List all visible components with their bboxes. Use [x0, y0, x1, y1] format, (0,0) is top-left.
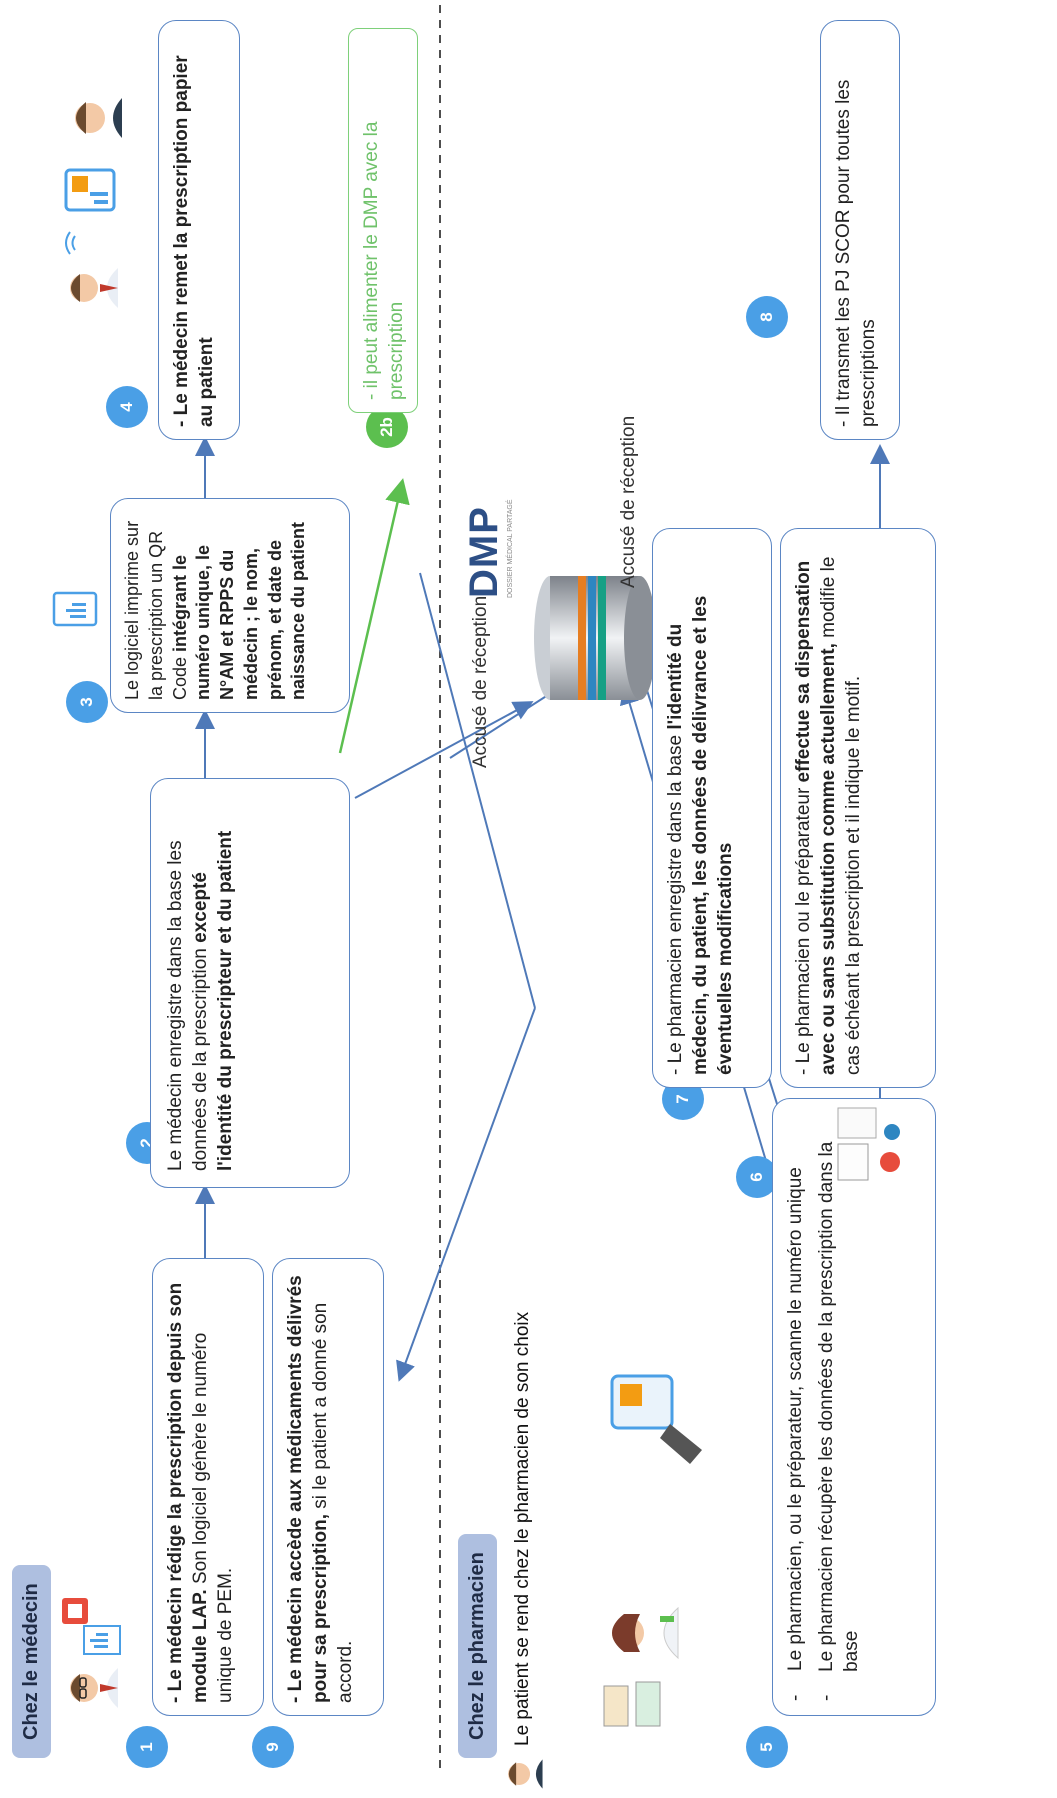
doctor-icon: [70, 268, 118, 308]
pharmacist-icon: [612, 1606, 679, 1660]
dmp-logo: DMP DOSSIER MÉDICAL PARTAGÉ: [462, 408, 522, 598]
step-9-box: - Le médecin accède aux médicaments déli…: [272, 1258, 384, 1716]
medicines-icon: [603, 1681, 661, 1727]
step-4-badge: 4: [106, 386, 148, 428]
dmp-logo-subtext: DOSSIER MÉDICAL PARTAGÉ: [507, 499, 514, 598]
medicines-icon: [837, 1107, 900, 1181]
arrow-2b: [338, 478, 410, 754]
prescription-icon: [64, 168, 116, 212]
step-8-box: - Il transmet les PJ SCOR pour toutes le…: [820, 20, 900, 440]
step-1-badge: 1: [126, 1726, 168, 1768]
step-3-badge: 3: [66, 681, 108, 723]
step-5-line-2: -Le pharmacien récupère les données de l…: [816, 1141, 863, 1701]
prescription-icon: [83, 1625, 121, 1655]
step-8-badge: 8: [746, 296, 788, 338]
step-2b-text: - il peut alimenter le DMP avec la presc…: [361, 121, 408, 400]
qr-document-icon: [52, 591, 98, 627]
section-pharmacist: Chez le pharmacien: [458, 1534, 497, 1758]
scanner-icon: [610, 1374, 702, 1464]
arrow-database-2: [354, 701, 534, 799]
step-1-box: - Le médecin rédige la prescription depu…: [152, 1258, 264, 1716]
step-9-badge: 9: [252, 1726, 294, 1768]
step-7-box: - Le pharmacien enregistre dans la base …: [652, 528, 772, 1088]
step-5-box: -Le pharmacien, ou le préparateur, scann…: [772, 1098, 936, 1716]
step-2-box: Le médecin enregistre dans la base les d…: [150, 778, 350, 1188]
arrow-database-9: [419, 572, 536, 1009]
section-doctor: Chez le médecin: [12, 1565, 51, 1758]
step-5-line-1: -Le pharmacien, ou le préparateur, scann…: [785, 1167, 806, 1701]
patient-icon: [508, 1759, 543, 1789]
step-4-bold: - Le médecin remet la prescription papie…: [171, 55, 218, 427]
database-icon: [534, 576, 656, 700]
wifi-icon: [65, 231, 76, 255]
doctor-icon: [70, 1668, 118, 1708]
qr-document-icon: [62, 1598, 88, 1624]
patient-icon: [75, 98, 122, 138]
step-7-text: - Le pharmacien enregistre dans la base: [665, 729, 686, 1075]
receipt-label-top: Accusé de réception: [470, 595, 491, 768]
step-3-bold: intégrant le numéro unique, le N°AM et R…: [169, 521, 309, 700]
step-5-badge: 5: [746, 1726, 788, 1768]
arrow-to-9: [396, 1007, 536, 1382]
step-4-box: - Le médecin remet la prescription papie…: [158, 20, 240, 440]
step-6-text: - Le pharmacien ou le préparateur: [793, 782, 814, 1075]
receipt-label-bottom: Accusé de réception: [618, 415, 639, 588]
step-2b-box: - il peut alimenter le DMP avec la presc…: [348, 28, 418, 413]
step-3-box: Le logiciel imprime sur la prescription …: [110, 498, 350, 713]
step-8-text: - Il transmet les PJ SCOR pour toutes le…: [833, 79, 880, 427]
step-6-box: - Le pharmacien ou le préparateur effect…: [780, 528, 936, 1088]
patient-choice-text: Le patient se rend chez le pharmacien de…: [512, 1311, 533, 1746]
dmp-logo-text: DMP: [462, 506, 506, 598]
